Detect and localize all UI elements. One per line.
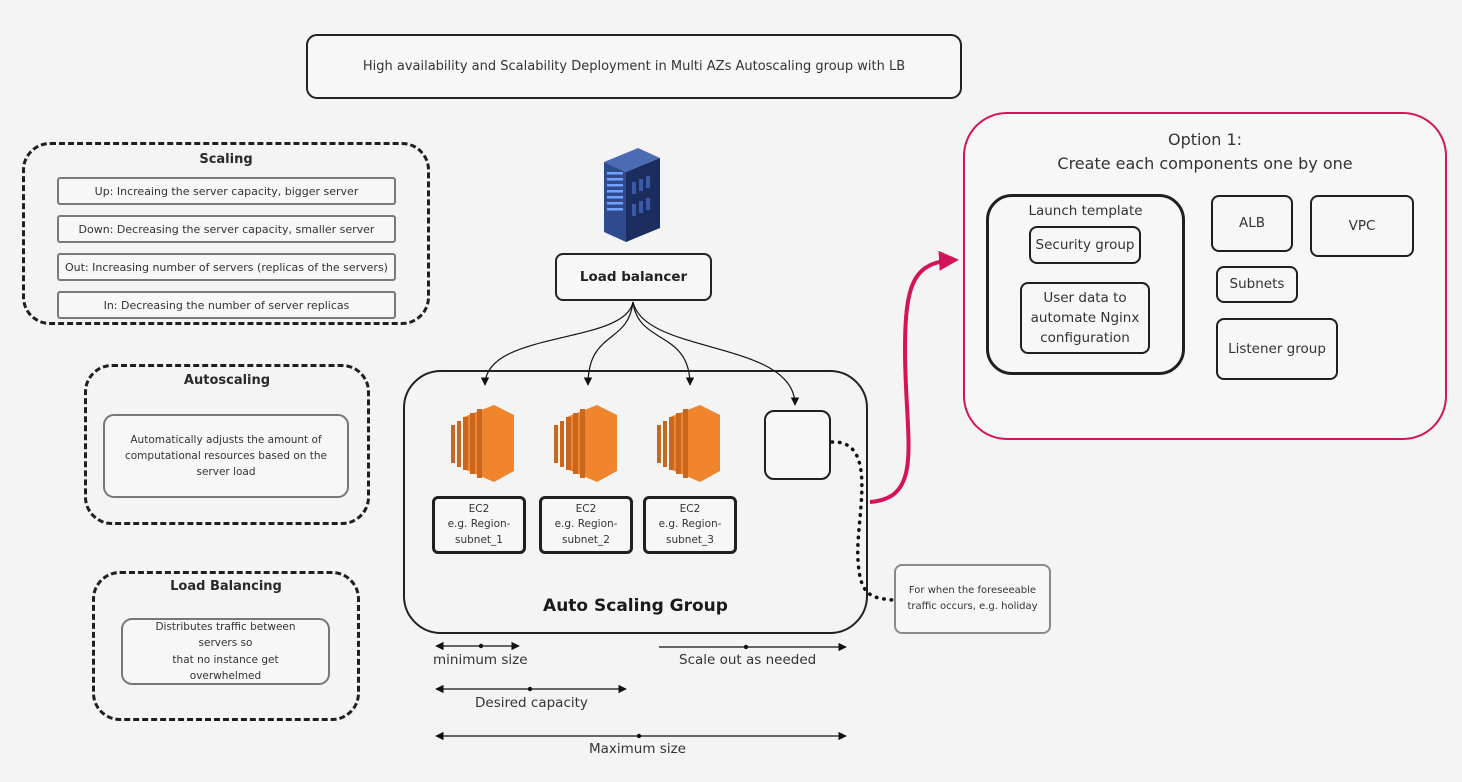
scaling-title: Scaling <box>199 152 253 167</box>
ec2-1-line-3: subnet_1 <box>455 533 503 546</box>
ec2-3-line-3: subnet_3 <box>666 533 714 546</box>
load-balancer-node: Load balancer <box>555 253 712 301</box>
autoscaling-description: Automatically adjusts the amount of comp… <box>103 414 349 498</box>
option-1-title: Option 1: Create each components one by … <box>963 128 1447 176</box>
scaling-item-down: Down: Decreasing the server capacity, sm… <box>57 215 396 243</box>
note-line-2: traffic occurs, e.g. holiday <box>907 601 1038 612</box>
new-instance-placeholder <box>764 410 831 480</box>
option-title-line-2: Create each components one by one <box>1057 154 1353 173</box>
autoscaling-title: Autoscaling <box>183 373 271 388</box>
diagram-title: High availability and Scalability Deploy… <box>306 34 962 99</box>
user-data-node: User data to automate Nginx configuratio… <box>1020 282 1150 354</box>
auto-scaling-group <box>403 370 868 634</box>
lb-desc-line-1: Distributes traffic between servers so <box>155 620 296 650</box>
ec2-instance-1: EC2 e.g. Region- subnet_1 <box>432 496 526 554</box>
scaling-group <box>22 142 430 325</box>
ec2-2-line-2: e.g. Region- <box>554 518 618 531</box>
listener-group-node: Listener group <box>1216 318 1338 380</box>
load-balancing-description: Distributes traffic between servers so t… <box>121 618 330 685</box>
note-line-1: For when the foreseeable <box>908 585 1037 596</box>
launch-template-title: Launch template <box>1028 203 1143 219</box>
ec2-instance-2: EC2 e.g. Region- subnet_2 <box>539 496 633 554</box>
ec2-icon <box>451 405 514 482</box>
subnets-node: Subnets <box>1216 266 1298 303</box>
ec2-icon <box>554 405 617 482</box>
autoscaling-desc-line-3: server load <box>196 466 256 479</box>
ec2-1-line-2: e.g. Region- <box>447 518 511 531</box>
ec2-2-line-1: EC2 <box>575 503 597 516</box>
autoscaling-desc-line-1: Automatically adjusts the amount of <box>130 433 322 446</box>
load-balancing-group <box>92 571 360 721</box>
ec2-2-line-3: subnet_2 <box>562 533 610 546</box>
ec2-instance-3: EC2 e.g. Region- subnet_3 <box>643 496 737 554</box>
user-data-line-3: configuration <box>1040 330 1130 347</box>
load-balancing-title: Load Balancing <box>170 579 282 594</box>
ec2-3-line-2: e.g. Region- <box>658 518 722 531</box>
scaling-item-in: In: Decreasing the number of server repl… <box>57 291 396 319</box>
autoscaling-desc-line-2: computational resources based on the <box>124 449 327 462</box>
ec2-icon <box>657 405 720 482</box>
scaling-item-up: Up: Increaing the server capacity, bigge… <box>57 177 396 205</box>
maximum-size-label: Maximum size <box>589 741 686 757</box>
auto-scaling-group-title: Auto Scaling Group <box>543 596 728 616</box>
vpc-node: VPC <box>1310 195 1414 257</box>
option-title-line-1: Option 1: <box>1167 130 1243 149</box>
pink-arrow <box>869 250 959 504</box>
foreseeable-traffic-note: For when the foreseeable traffic occurs,… <box>894 564 1051 634</box>
minimum-size-label: minimum size <box>433 652 528 668</box>
scaling-item-out: Out: Increasing number of servers (repli… <box>57 253 396 281</box>
lb-desc-line-2: that no instance get overwhelmed <box>172 653 279 682</box>
desired-capacity-label: Desired capacity <box>475 695 588 711</box>
ec2-3-line-1: EC2 <box>679 503 701 516</box>
server-rack-icon <box>604 148 660 242</box>
scale-out-label: Scale out as needed <box>679 652 817 668</box>
user-data-line-1: User data to <box>1043 289 1127 306</box>
alb-node: ALB <box>1211 195 1293 252</box>
security-group-node: Security group <box>1029 226 1141 264</box>
autoscaling-group <box>84 364 370 525</box>
user-data-line-2: automate Nginx <box>1030 309 1140 326</box>
ec2-1-line-1: EC2 <box>468 503 490 516</box>
